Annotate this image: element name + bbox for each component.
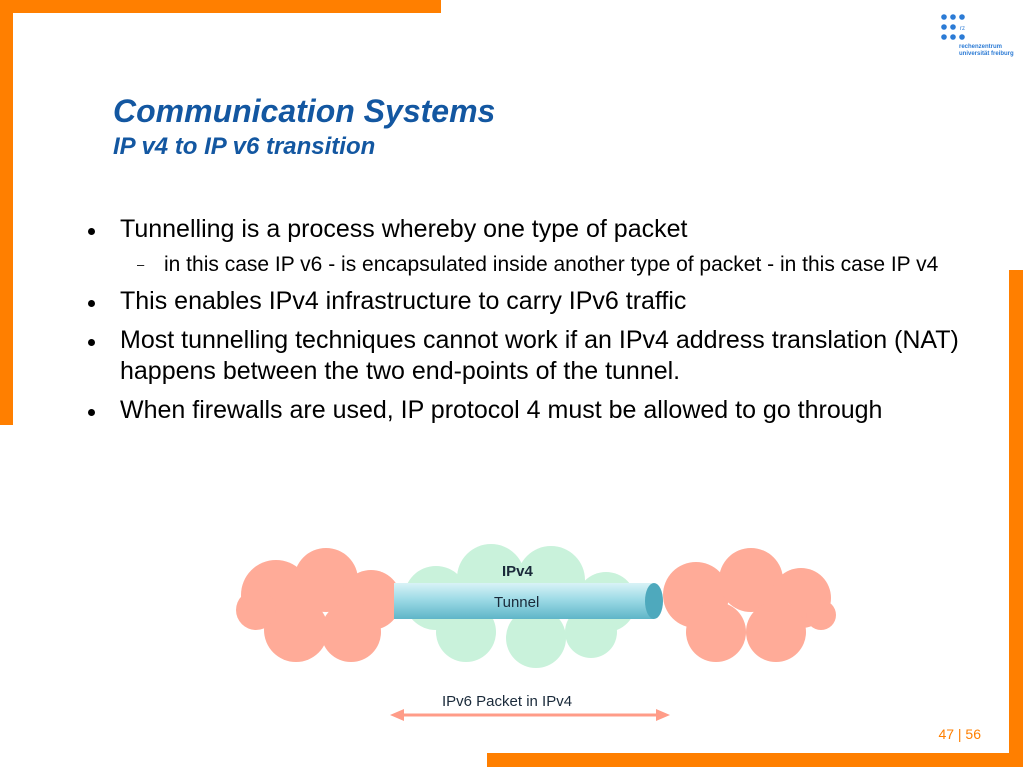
ipv6-cloud-right-icon bbox=[663, 548, 836, 662]
frame-left-bar bbox=[0, 0, 13, 425]
sub-bullet-item: – in this case IP v6 - is encapsulated i… bbox=[137, 251, 964, 278]
arrow-right-head-icon bbox=[656, 709, 670, 721]
ipv6-cloud-left-icon bbox=[236, 548, 401, 662]
bullet-list: Tunnelling is a process whereby one type… bbox=[88, 214, 968, 434]
bullet-text: This enables IPv4 infrastructure to carr… bbox=[120, 287, 687, 315]
bullet-item: Most tunnelling techniques cannot work i… bbox=[88, 325, 968, 387]
bullet-text: Tunnelling is a process whereby one type… bbox=[120, 215, 688, 243]
logo-text: rechenzentrum universität freiburg bbox=[959, 44, 1014, 58]
slide-title: Communication Systems bbox=[113, 93, 496, 129]
frame-right-bar bbox=[1009, 270, 1023, 767]
arrow-label: IPv6 Packet in IPv4 bbox=[442, 693, 572, 710]
logo-line-1: rechenzentrum bbox=[959, 44, 1003, 50]
dash-icon: – bbox=[137, 257, 145, 272]
sub-bullet-text: in this case IP v6 - is encapsulated ins… bbox=[164, 253, 939, 276]
rz-logo-icon: rz bbox=[941, 14, 965, 40]
slide-subtitle: IP v4 to IP v6 transition bbox=[113, 133, 376, 160]
frame-bottom-bar bbox=[487, 753, 1023, 767]
page-number: 47 | 56 bbox=[938, 726, 981, 742]
logo-badge: rz bbox=[960, 26, 965, 32]
tunnel-label: Tunnel bbox=[494, 594, 539, 611]
bullet-text: When firewalls are used, IP protocol 4 m… bbox=[120, 396, 883, 424]
bullet-text: Most tunnelling techniques cannot work i… bbox=[120, 326, 959, 385]
frame-top-bar bbox=[0, 0, 441, 13]
arrow-left-head-icon bbox=[390, 709, 404, 721]
tunnel-diagram: IPv4 Tunnel IPv6 Packet in IPv4 bbox=[236, 544, 836, 721]
ipv4-label: IPv4 bbox=[502, 563, 534, 580]
bullet-item: This enables IPv4 infrastructure to carr… bbox=[88, 286, 968, 317]
logo-line-2: universität freiburg bbox=[959, 51, 1014, 57]
tunnel-tube-icon bbox=[394, 583, 654, 619]
bullet-item: When firewalls are used, IP protocol 4 m… bbox=[88, 395, 968, 426]
bullet-item: Tunnelling is a process whereby one type… bbox=[88, 214, 968, 278]
tunnel-end-icon bbox=[645, 583, 663, 619]
